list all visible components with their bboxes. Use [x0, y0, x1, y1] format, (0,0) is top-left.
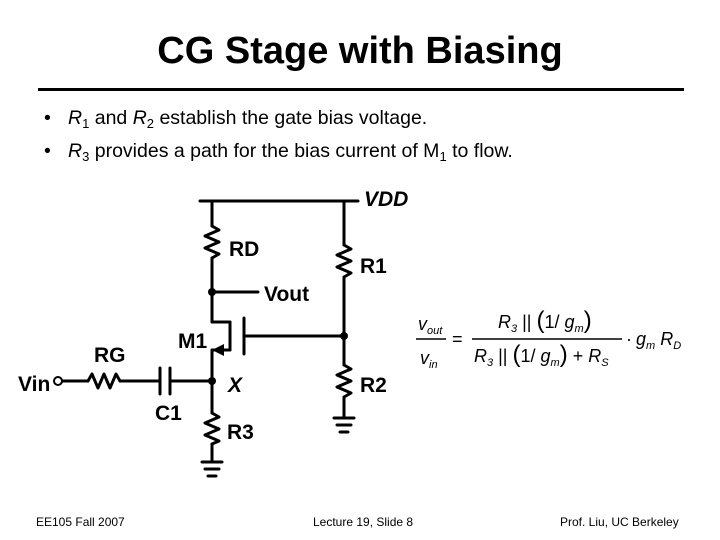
svg-text:gm RD: gm RD	[636, 329, 681, 352]
r2-resistor	[335, 363, 353, 399]
x-node	[208, 377, 216, 385]
c1-label: C1	[155, 402, 182, 425]
svg-text:vout: vout	[418, 314, 443, 337]
m1-source-arrow	[212, 344, 224, 356]
rd-label: RD	[229, 238, 259, 261]
r3-resistor	[203, 411, 221, 446]
bias-node	[340, 332, 348, 340]
rg-label: RG	[94, 344, 126, 367]
x-label: X	[227, 374, 244, 397]
rd-resistor	[203, 224, 221, 260]
slide-title: CG Stage with Biasing	[157, 30, 563, 72]
vin-terminal	[53, 376, 63, 386]
svg-text:·: ·	[626, 329, 632, 349]
footer-course: EE105 Fall 2007	[36, 515, 125, 529]
footer-slide-number: Lecture 19, Slide 8	[313, 515, 414, 529]
svg-text:R3 || (1/ gm): R3 || (1/ gm)	[498, 307, 592, 335]
bullet-item: •R1 and R2 establish the gate bias volta…	[44, 107, 428, 131]
r1-resistor	[335, 243, 353, 279]
svg-text:=: =	[452, 329, 463, 349]
vin-label: Vin	[18, 373, 50, 396]
r2-label: R2	[360, 374, 387, 397]
gain-equation: vout vin = R3 || (1/ gm) R3 || (1/ gm) +…	[416, 307, 681, 371]
vout-label: Vout	[264, 283, 309, 306]
r1-label: R1	[360, 255, 387, 278]
r3-label: R3	[227, 421, 254, 444]
rg-resistor	[86, 372, 122, 390]
title-divider	[38, 88, 684, 91]
bullet-item: •R3 provides a path for the bias current…	[44, 140, 513, 164]
vdd-label: VDD	[364, 188, 408, 211]
vout-node	[208, 288, 216, 296]
footer-author: Prof. Liu, UC Berkeley	[560, 515, 679, 529]
svg-text:vin: vin	[420, 348, 438, 371]
m1-label: M1	[178, 330, 207, 353]
bullet-list: •R1 and R2 establish the gate bias volta…	[44, 102, 513, 168]
svg-text:R3 || (1/ gm) + RS: R3 || (1/ gm) + RS	[474, 341, 609, 369]
